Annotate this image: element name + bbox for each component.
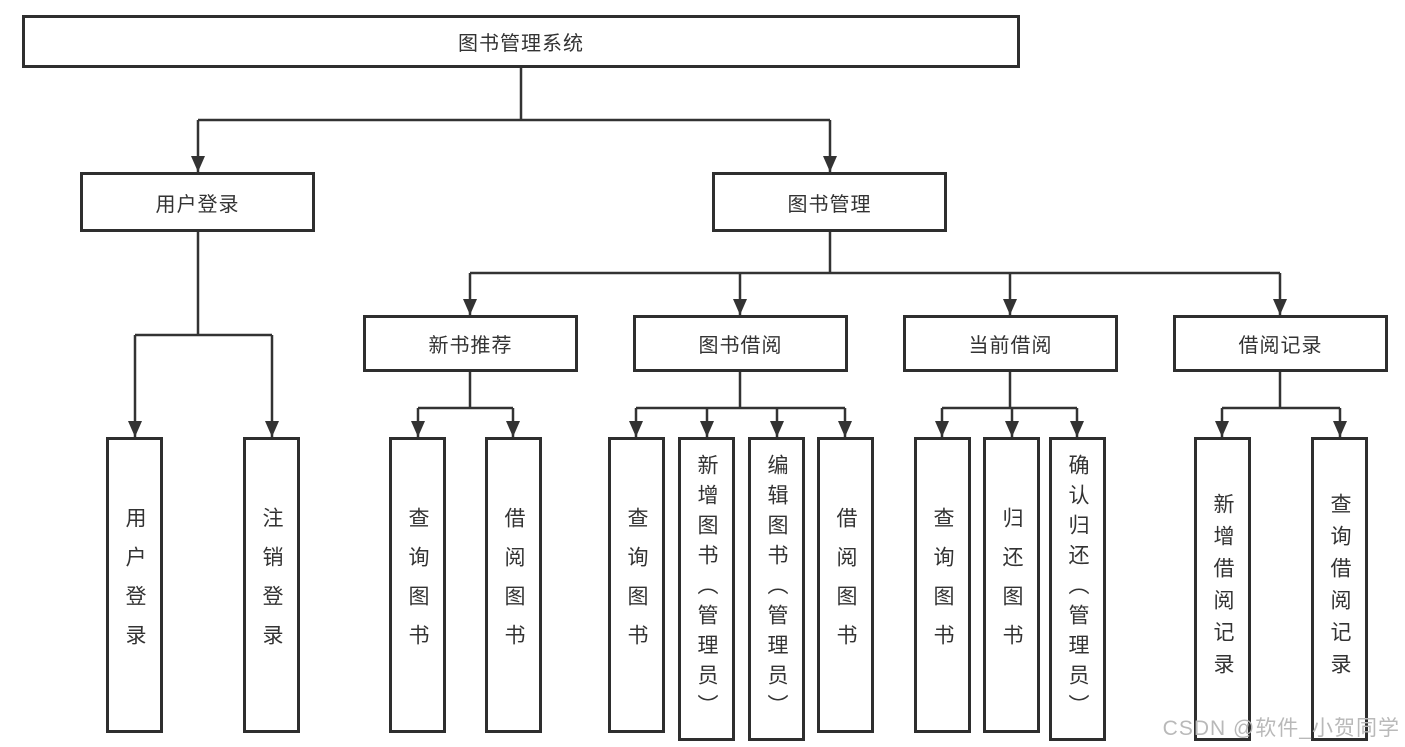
node-book-borrowing: 图书借阅 <box>633 315 848 372</box>
watermark: CSDN @软件_小贺同学 <box>1162 717 1400 740</box>
leaf-br-query-record: 查询借阅记录 <box>1311 437 1368 741</box>
node-book-management: 图书管理 <box>712 172 947 232</box>
connector-newbook-to-leaves <box>418 372 513 410</box>
leaf-cb-query-books: 查询图书 <box>914 437 971 733</box>
leaf-nb-query-books: 查询图书 <box>389 437 446 733</box>
leaf-nb-borrow-books: 借阅图书 <box>485 437 542 733</box>
connector-borrow-to-leaves <box>636 372 845 410</box>
leaf-cb-return-books: 归还图书 <box>983 437 1040 733</box>
connector-mgmt-to-level3 <box>470 232 1280 275</box>
leaf-bb-edit-books-admin: 编辑图书（管理员） <box>748 437 805 741</box>
node-current-borrowing: 当前借阅 <box>903 315 1118 372</box>
node-borrowing-records: 借阅记录 <box>1173 315 1388 372</box>
connector-current-to-leaves <box>942 372 1077 410</box>
leaf-br-add-record: 新增借阅记录 <box>1194 437 1251 741</box>
leaf-bb-add-books-admin: 新增图书（管理员） <box>678 437 735 741</box>
connector-records-to-leaves <box>1222 372 1340 410</box>
leaf-bb-query-books: 查询图书 <box>608 437 665 733</box>
connector-root-to-level2 <box>198 68 830 122</box>
leaf-bb-borrow-books: 借阅图书 <box>817 437 874 733</box>
node-system-root: 图书管理系统 <box>22 15 1020 68</box>
node-new-book-recommend: 新书推荐 <box>363 315 578 372</box>
connector-login-to-leaves <box>135 232 272 337</box>
leaf-cb-confirm-return-admin: 确认归还（管理员） <box>1049 437 1106 741</box>
leaf-user-login: 用户登录 <box>106 437 163 733</box>
leaf-logout: 注销登录 <box>243 437 300 733</box>
node-user-login: 用户登录 <box>80 172 315 232</box>
